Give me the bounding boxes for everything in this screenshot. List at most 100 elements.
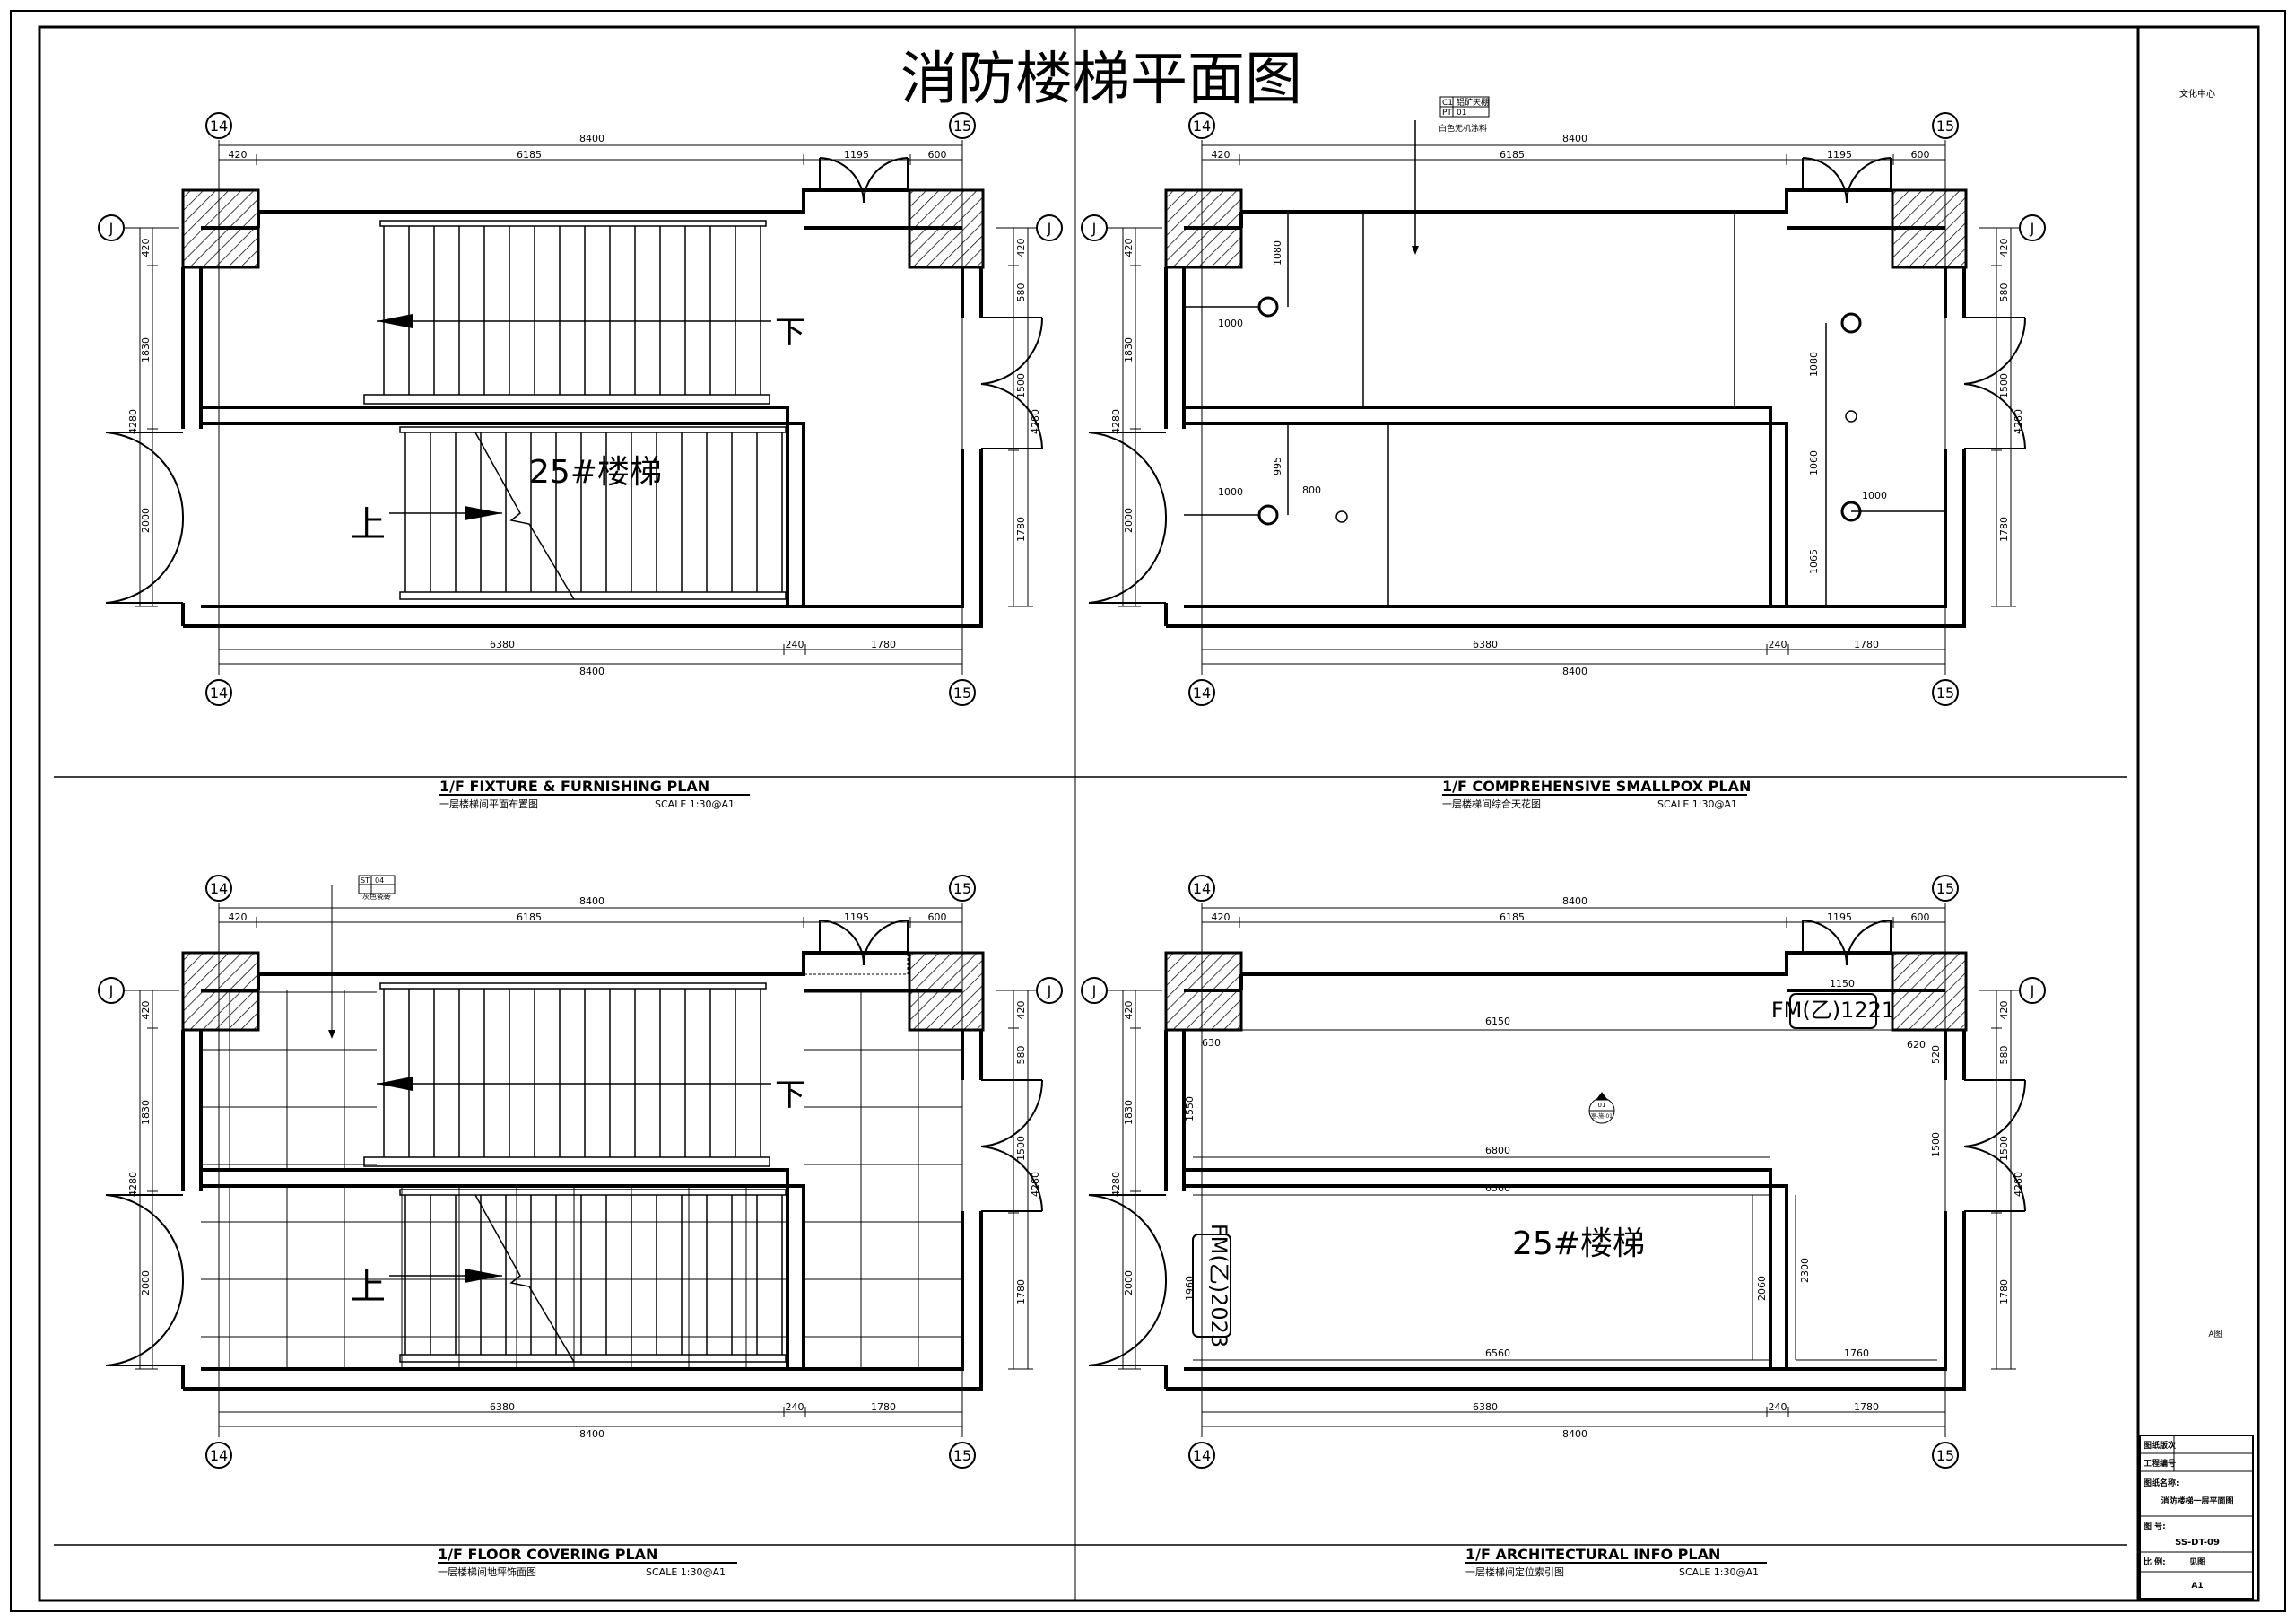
dim-top-total-p2: 8400 — [1562, 133, 1587, 144]
ceiling-tag-material: 铝矿天棚 — [1457, 97, 1489, 108]
dim-right-total-p3: 4280 — [1030, 1172, 1041, 1197]
door-tag-b: FM(乙)2023 — [1206, 1224, 1231, 1347]
dim-top-d-p2: 600 — [1911, 149, 1930, 161]
dim-left-total-p3: 4280 — [127, 1172, 139, 1197]
grid-label-15-bottom-p2: 15 — [1936, 685, 1954, 702]
dim-top-b-p2: 6185 — [1500, 149, 1525, 161]
dim-left-c-p2: 2000 — [1123, 508, 1135, 533]
dim-right-d-p3: 1780 — [1015, 1279, 1027, 1304]
dim-bottom-b-p3: 240 — [786, 1401, 804, 1413]
dim-top-d-p1: 600 — [928, 149, 947, 161]
dim-bottom-b-p1: 240 — [786, 639, 804, 650]
dim-right-b-p4: 580 — [1998, 1046, 2010, 1065]
dim-bottom-a-p4: 6380 — [1473, 1401, 1498, 1413]
panel-title-cn: 一层楼梯间平面布置图 — [439, 798, 538, 810]
panel-info-plan: FM(乙)1221 FM(乙)2023 25#楼梯 01 室-施-01 6150… — [1080, 874, 2047, 1469]
stair-down-label: 下 — [775, 315, 805, 351]
dim-left-c-p1: 2000 — [140, 508, 152, 533]
panel-ceiling-plan: C1 铝矿天棚 PT 01 白色无机涂料 1000 1000 1000 800 … — [1080, 96, 2047, 707]
dim-right-total-p2: 4280 — [2013, 409, 2024, 434]
dim-top-a-p3: 420 — [229, 911, 248, 923]
dim-top-c-p3: 1195 — [844, 911, 869, 923]
dim-right-c-p3: 1500 — [1015, 1136, 1027, 1161]
dim-left-a-p2: 420 — [1123, 239, 1135, 257]
dim-2060: 2060 — [1756, 1276, 1768, 1301]
grid-label-j-right-p3: J — [1047, 982, 1052, 999]
dim-top-c-p2: 1195 — [1827, 149, 1852, 161]
dim-bottom-c-p2: 1780 — [1854, 639, 1879, 650]
dim-top-b-p4: 6185 — [1500, 911, 1525, 923]
dim-bottom-a-p1: 6380 — [490, 639, 515, 650]
dim-right-a-p3: 420 — [1015, 1001, 1027, 1020]
dim-620: 620 — [1907, 1039, 1926, 1051]
inner-frame — [38, 25, 2260, 1602]
grid-label-15-bottom-p1: 15 — [953, 685, 971, 702]
grid-label-j-right-p1: J — [1047, 220, 1052, 237]
dim-top-a-p1: 420 — [229, 149, 248, 161]
floor-tag-note: 灰色瓷砖 — [362, 892, 391, 901]
dim-right-c-p1: 1500 — [1015, 373, 1027, 398]
dim-right-d-p1: 1780 — [1015, 517, 1027, 542]
dim-left-b-p3: 1830 — [140, 1100, 152, 1125]
grid-label-j-left-p2: J — [1091, 220, 1097, 237]
dim-1760: 1760 — [1844, 1347, 1869, 1359]
dim-630: 630 — [1202, 1037, 1221, 1049]
panel-title-2: 1/F COMPREHENSIVE SMALLPOX PLAN 一层楼梯间综合天… — [1442, 778, 1751, 810]
panel-title-cn: 一层楼梯间定位索引图 — [1465, 1565, 1564, 1578]
dim-6560-bottom: 6560 — [1485, 1347, 1510, 1359]
dim-995: 995 — [1272, 457, 1283, 475]
grid-label-14-bottom-p1: 14 — [210, 685, 228, 702]
dim-top-b-p3: 6185 — [517, 911, 542, 923]
dim-6800: 6800 — [1485, 1145, 1510, 1156]
dim-6560-top: 6560 — [1485, 1182, 1510, 1194]
dim-top-c-p1: 1195 — [844, 149, 869, 161]
grid-label-j-left-p3: J — [109, 982, 114, 999]
grid-label-15-bottom-p4: 15 — [1936, 1447, 1954, 1464]
dim-left-c-p4: 2000 — [1123, 1270, 1135, 1295]
dim-bottom-c-p1: 1780 — [871, 639, 896, 650]
dim-left-b-p1: 1830 — [140, 337, 152, 362]
dim-left-total-p4: 4280 — [1110, 1172, 1122, 1197]
dim-top-total-p1: 8400 — [579, 133, 604, 144]
grid-label-j-right-p4: J — [2030, 982, 2035, 999]
stamp-label: A图 — [2208, 1330, 2222, 1339]
dim-bottom-total-p1: 8400 — [579, 666, 604, 677]
dim-right-total-p1: 4280 — [1030, 409, 1041, 434]
dim-left-b-p2: 1830 — [1123, 337, 1135, 362]
tb-scale-label: 比 例: — [2144, 1557, 2166, 1567]
dim-1500: 1500 — [1930, 1132, 1942, 1157]
panel-title-cn: 一层楼梯间地坪饰面图 — [438, 1565, 536, 1578]
panel-scale: SCALE 1:30@A1 — [655, 798, 735, 810]
dim-top-d-p3: 600 — [928, 911, 947, 923]
panel-title-cn: 一层楼梯间综合天花图 — [1442, 798, 1541, 810]
dim-right-c-p2: 1500 — [1998, 373, 2010, 398]
tb-drawing-no: SS-DT-09 — [2175, 1538, 2220, 1548]
dim-right-b-p2: 580 — [1998, 283, 2010, 302]
stair-down-label-floor: 下 — [775, 1077, 805, 1113]
project-name: 文化中心 — [2179, 88, 2215, 100]
door-tag-a: FM(乙)1221 — [1771, 998, 1895, 1023]
grid-label-j-left-p4: J — [1091, 982, 1097, 999]
panel-title-en: 1/F FLOOR COVERING PLAN — [438, 1546, 657, 1563]
dim-1000-c: 1000 — [1862, 490, 1887, 501]
dim-top-a-p2: 420 — [1212, 149, 1231, 161]
tb-drawing-no-label: 图 号: — [2144, 1522, 2166, 1531]
panel-fixture-plan: 下 上 25#楼梯 — [97, 111, 1064, 707]
dim-1080-a: 1080 — [1272, 240, 1283, 266]
dim-bottom-a-p2: 6380 — [1473, 639, 1498, 650]
dim-520: 520 — [1930, 1045, 1942, 1064]
grid-label-14-top-p4: 14 — [1193, 880, 1211, 897]
dim-bottom-a-p3: 6380 — [490, 1401, 515, 1413]
dim-right-b-p3: 580 — [1015, 1046, 1027, 1065]
grid-label-15-top-p2: 15 — [1936, 118, 1954, 135]
tb-scale: 见图 — [2189, 1557, 2205, 1567]
panel-scale: SCALE 1:30@A1 — [646, 1566, 726, 1578]
panel-scale: SCALE 1:30@A1 — [1657, 798, 1737, 810]
grid-label-14-top-p3: 14 — [210, 880, 228, 897]
dim-bottom-total-p3: 8400 — [579, 1428, 604, 1440]
dim-1960: 1960 — [1184, 1276, 1196, 1301]
dim-top-d-p4: 600 — [1911, 911, 1930, 923]
panel-title-3: 1/F FLOOR COVERING PLAN 一层楼梯间地坪饰面图 SCALE… — [438, 1546, 737, 1578]
